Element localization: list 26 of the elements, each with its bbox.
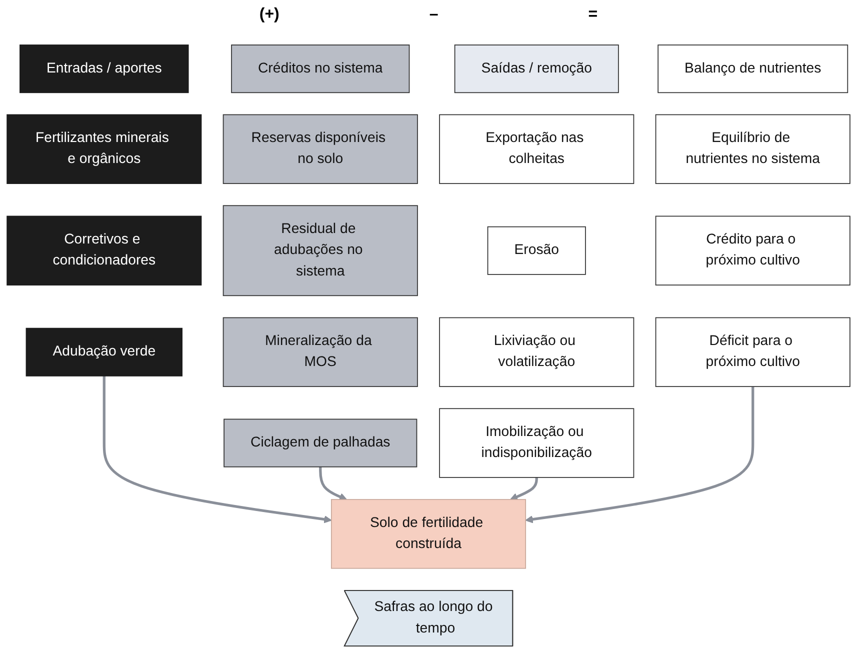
arrow	[510, 477, 538, 500]
node-box: Imobilização ou indisponibilização	[439, 408, 634, 478]
node-box: Mineralização da MOS	[222, 317, 418, 387]
node-box: Residual de adubações no sistema	[222, 205, 418, 296]
node-box: Equilíbrio de nutrientes no sistema	[655, 114, 850, 184]
node-box: Solo de fertilidade construída	[330, 499, 526, 569]
arrow	[525, 386, 754, 524]
arrow	[319, 466, 347, 500]
node-box: Fertilizantes minerais e orgânicos	[6, 114, 202, 184]
node-box: Reservas disponíveis no solo	[222, 114, 418, 184]
node-box: Adubação verde	[26, 328, 182, 376]
node-box: Lixiviação ou volatilização	[439, 317, 634, 387]
arrow	[102, 376, 332, 524]
node-box: Exportação nas colheitas	[439, 114, 634, 184]
operator-sign: –	[429, 6, 438, 25]
node-box: Déficit para o próximo cultivo	[655, 317, 850, 387]
node-box: Créditos no sistema	[231, 44, 410, 94]
node-box: Crédito para o próximo cultivo	[655, 216, 850, 286]
node-box: Erosão	[487, 226, 586, 275]
node-box: Entradas / aportes	[20, 44, 189, 94]
node-box: Saídas / remoção	[454, 44, 619, 94]
node-box: Balanço de nutrientes	[658, 44, 848, 94]
node-box: Corretivos e condicionadores	[6, 216, 202, 286]
node-box: Ciclagem de palhadas	[224, 418, 418, 468]
operator-sign: (+)	[259, 6, 280, 25]
operator-sign: =	[588, 6, 598, 25]
